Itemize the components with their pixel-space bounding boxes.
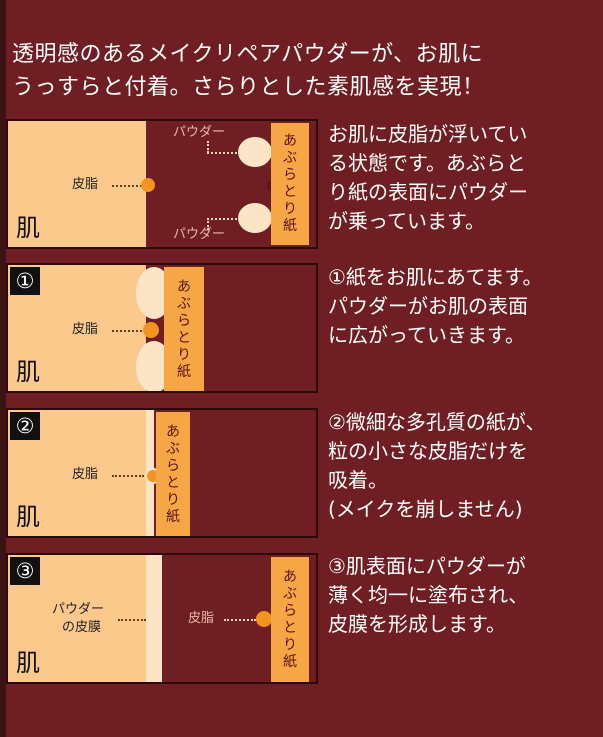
description-line: る状態です。あぶらと bbox=[328, 151, 526, 175]
powder-label-top: パウダー bbox=[173, 125, 226, 140]
sebum-label: 皮脂 bbox=[72, 177, 99, 192]
intro-line-1: 透明感のあるメイクリペアパウダーが、お肌に bbox=[12, 42, 484, 67]
sebum-pointer bbox=[112, 185, 142, 187]
paper-char: あ bbox=[283, 569, 297, 585]
blotting-paper: あ ぶ ら と り 紙 bbox=[271, 123, 309, 245]
description-line: 皮膜を形成します。 bbox=[328, 612, 506, 636]
description-line: り紙の表面にパウダー bbox=[328, 180, 528, 204]
paper-char: あ bbox=[177, 279, 191, 295]
paper-char: と bbox=[283, 184, 297, 200]
paper-char: 紙 bbox=[283, 654, 297, 670]
paper-char: り bbox=[166, 492, 180, 508]
description-line: 薄く均一に塗布され、 bbox=[328, 583, 529, 607]
description-line: ②微細な多孔質の紙が、 bbox=[328, 410, 546, 434]
sebum-pointer bbox=[112, 330, 142, 332]
paper-char: ら bbox=[283, 167, 297, 183]
paper-char: り bbox=[283, 201, 297, 217]
skin-label: 肌 bbox=[16, 214, 40, 242]
paper-char: と bbox=[177, 330, 191, 346]
powder-pointer-top-horizontal bbox=[207, 152, 237, 154]
blotting-paper: あ ぶ ら と り 紙 bbox=[156, 412, 190, 536]
description-line: に広がっていきます。 bbox=[328, 323, 525, 347]
left-edge-bar bbox=[0, 0, 6, 737]
description-line: 粒の小さな皮脂だけを bbox=[328, 439, 528, 463]
powder-particle-bottom bbox=[238, 203, 272, 233]
powder-pointer-top-vertical bbox=[207, 141, 209, 153]
description-line: ①紙をお肌にあてます。 bbox=[328, 265, 543, 289]
panel-step-3: ③ 肌 パウダー の皮膜 皮脂 あ ぶ ら と り 紙 bbox=[6, 553, 318, 684]
description-line: (メイクを崩しません) bbox=[328, 497, 523, 521]
sebum-droplet bbox=[141, 178, 155, 192]
paper-char: 紙 bbox=[166, 509, 180, 525]
sebum-pointer bbox=[112, 475, 144, 477]
sebum-pointer bbox=[224, 619, 256, 621]
paper-char: ぶ bbox=[283, 150, 297, 166]
blotting-paper: あ ぶ ら と り 紙 bbox=[271, 557, 309, 682]
paper-char: ぶ bbox=[166, 441, 180, 457]
paper-char: ぶ bbox=[283, 586, 297, 602]
paper-char: と bbox=[283, 620, 297, 636]
skin-label: 肌 bbox=[16, 649, 40, 677]
sebum-label: 皮脂 bbox=[72, 467, 99, 482]
intro-line-2: うっすらと付着。さらりとした素肌感を実現！ bbox=[12, 75, 485, 100]
paper-char: ら bbox=[166, 458, 180, 474]
powder-film-layer bbox=[146, 555, 162, 682]
sebum-label: 皮脂 bbox=[188, 611, 215, 626]
paper-char: り bbox=[177, 347, 191, 363]
description-line: が乗っています。 bbox=[328, 209, 485, 233]
panel-step-2: ② 肌 皮脂 あ ぶ ら と り 紙 bbox=[6, 408, 318, 538]
powder-pointer-bottom-horizontal bbox=[207, 218, 237, 220]
step-number-badge: ② bbox=[10, 412, 40, 440]
step-number-badge: ① bbox=[10, 267, 40, 295]
panel-step-1: ① 肌 皮脂 あ ぶ ら と り 紙 bbox=[6, 263, 318, 393]
panel-step-2-description: ②微細な多孔質の紙が、 粒の小さな皮脂だけを 吸着。 (メイクを崩しません) bbox=[328, 408, 600, 524]
sebum-droplet bbox=[143, 322, 159, 338]
powder-pointer-bottom-vertical bbox=[207, 218, 209, 230]
paper-char: ら bbox=[283, 603, 297, 619]
description-line: パウダーがお肌の表面 bbox=[328, 294, 528, 318]
powder-film-label-line-2: の皮膜 bbox=[62, 620, 102, 635]
panel-initial-description: お肌に皮脂が浮いてい る状態です。あぶらと り紙の表面にパウダー が乗っています… bbox=[328, 120, 600, 236]
powder-film-pointer bbox=[118, 619, 146, 621]
powder-label-bottom: パウダー bbox=[173, 227, 226, 242]
blotting-paper: あ ぶ ら と り 紙 bbox=[164, 267, 204, 391]
skin-label: 肌 bbox=[16, 358, 40, 386]
skin-label: 肌 bbox=[16, 503, 40, 531]
paper-char: り bbox=[283, 637, 297, 653]
paper-char: ら bbox=[177, 313, 191, 329]
powder-film-label-line-1: パウダー bbox=[52, 602, 105, 617]
paper-char: あ bbox=[166, 424, 180, 440]
paper-char: 紙 bbox=[177, 364, 191, 380]
powder-particle-top bbox=[238, 137, 272, 167]
paper-char: 紙 bbox=[283, 218, 297, 234]
paper-char: と bbox=[166, 475, 180, 491]
skin-layer bbox=[8, 121, 146, 247]
description-line: 吸着。 bbox=[328, 468, 388, 492]
description-line: お肌に皮脂が浮いてい bbox=[328, 122, 528, 146]
sebum-on-paper bbox=[256, 611, 272, 627]
step-number-badge: ③ bbox=[10, 557, 40, 585]
panel-initial: 肌 皮脂 パウダー パウダー あ ぶ ら と り 紙 bbox=[6, 119, 318, 249]
panel-step-1-description: ①紙をお肌にあてます。 パウダーがお肌の表面 に広がっていきます。 bbox=[328, 263, 600, 350]
paper-char: ぶ bbox=[177, 296, 191, 312]
paper-char: あ bbox=[283, 133, 297, 149]
sebum-label: 皮脂 bbox=[72, 322, 99, 337]
intro-text: 透明感のあるメイクリペアパウダーが、お肌に うっすらと付着。さらりとした素肌感を… bbox=[12, 38, 597, 104]
panel-step-3-description: ③肌表面にパウダーが 薄く均一に塗布され、 皮膜を形成します。 bbox=[328, 552, 600, 639]
description-line: ③肌表面にパウダーが bbox=[328, 554, 526, 578]
